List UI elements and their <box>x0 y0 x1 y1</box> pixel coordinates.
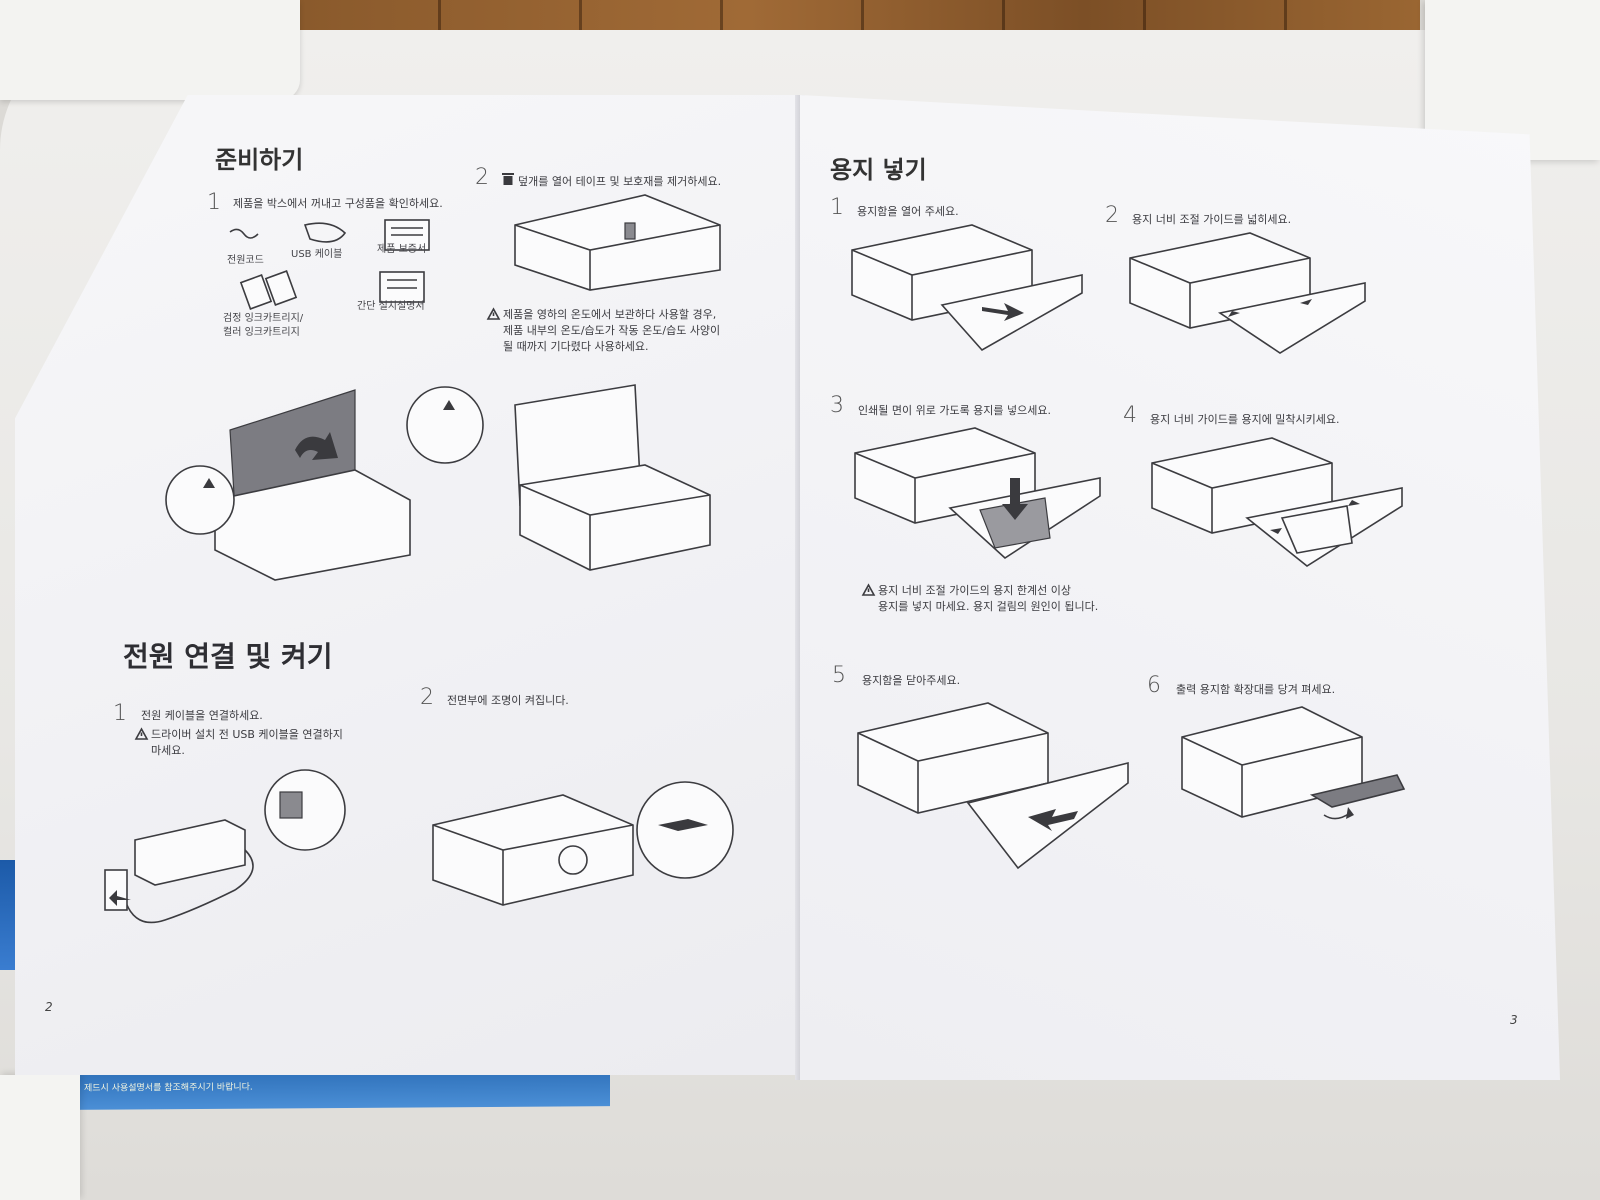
printer-open-lid-illustration <box>165 386 484 581</box>
booklet-strip-text: 제드시 사용설명서를 참조해주시기 바랍니다. <box>84 1082 253 1094</box>
step-text: 덮개를 열어 테이프 및 보호재를 제거하세요. <box>518 175 722 188</box>
step-number: 1 <box>830 195 844 220</box>
section-title-power: 전원 연결 및 켜기 <box>123 640 333 673</box>
step-text: 출력 용지함 확장대를 당겨 펴세요. <box>1176 683 1336 696</box>
trash-icon <box>502 173 514 185</box>
printer-lid-up-illustration <box>514 384 711 571</box>
printer-extender-illustration <box>1181 706 1406 820</box>
component-label: 검정 잉크카트리지/ <box>223 313 304 324</box>
warning-line: 제품을 영하의 온도에서 보관하다 사용할 경우, <box>503 308 717 321</box>
step-text: 전면부에 조명이 켜집니다. <box>447 694 569 707</box>
warning-line: 드라이버 설치 전 USB 케이블을 연결하지 <box>151 728 343 741</box>
component-label: 간단 설치설명서 <box>357 301 425 312</box>
section-title-paper: 용지 넣기 <box>830 156 927 184</box>
foam-packing-bottom-left <box>0 1075 80 1200</box>
warning-line: 될 때까지 기다렸다 사용하세요. <box>503 340 649 353</box>
warning-triangle-icon <box>134 727 149 740</box>
foam-packing-left <box>0 0 300 100</box>
page-number: 3 <box>1510 1013 1518 1027</box>
step-number: 4 <box>1123 403 1137 428</box>
printer-paper-load-illustration <box>854 427 1101 560</box>
component-label: 제품 보증서 <box>377 244 427 255</box>
step-text: 용지 너비 가이드를 용지에 밀착시키세요. <box>1150 413 1340 426</box>
step-number: 1 <box>207 190 221 215</box>
warning-triangle-icon <box>486 307 501 320</box>
printer-tray-open-illustration <box>851 224 1083 352</box>
warning-line: 용지를 넣지 마세요. 용지 걸림의 원인이 됩니다. <box>878 600 1099 613</box>
manual-page-right: 용지 넣기 1 용지함을 열어 주세요. 2 용지 너비 조절 가이드를 넓히세… <box>800 95 1560 1080</box>
page-number: 2 <box>45 1000 53 1014</box>
printer-tray-close-illustration <box>857 702 1129 870</box>
step-text: 제품을 박스에서 꺼내고 구성품을 확인하세요. <box>233 197 443 210</box>
manual-page-left: 준비하기 1 제품을 박스에서 꺼내고 구성품을 확인하세요. 전원코드 USB… <box>15 95 800 1075</box>
step-number: 6 <box>1147 673 1161 698</box>
warning-triangle-icon <box>861 583 876 596</box>
printer-light-illustration <box>432 781 734 906</box>
step-number: 2 <box>475 165 489 190</box>
step-text: 전원 케이블을 연결하세요. <box>141 709 263 722</box>
step-number: 5 <box>832 663 846 688</box>
component-label: USB 케이블 <box>291 249 343 260</box>
components-illustration <box>229 219 430 310</box>
component-label: 전원코드 <box>227 255 264 266</box>
step-number: 2 <box>420 685 434 710</box>
printer-guide-illustration <box>1129 232 1366 354</box>
step-number: 3 <box>830 393 844 418</box>
step-text: 용지함을 닫아주세요. <box>862 674 961 687</box>
power-cable-illustration <box>104 769 346 924</box>
step-text: 용지 너비 조절 가이드를 넓히세요. <box>1132 213 1292 226</box>
printer-illustration <box>514 194 721 291</box>
section-title-prepare: 준비하기 <box>215 146 304 174</box>
step-text: 용지함을 열어 주세요. <box>857 205 959 218</box>
warning-line: 마세요. <box>151 744 185 757</box>
warning-line: 제품 내부의 온도/습도가 작동 온도/습도 사양이 <box>503 324 721 337</box>
step-number: 1 <box>113 701 127 726</box>
step-text: 인쇄될 면이 위로 가도록 용지를 넣으세요. <box>858 404 1052 417</box>
component-label: 컬러 잉크카트리지 <box>223 327 300 338</box>
step-number: 2 <box>1105 203 1119 228</box>
printer-guide-adjust-illustration <box>1151 437 1403 567</box>
warning-line: 용지 너비 조절 가이드의 용지 한계선 이상 <box>878 584 1072 597</box>
